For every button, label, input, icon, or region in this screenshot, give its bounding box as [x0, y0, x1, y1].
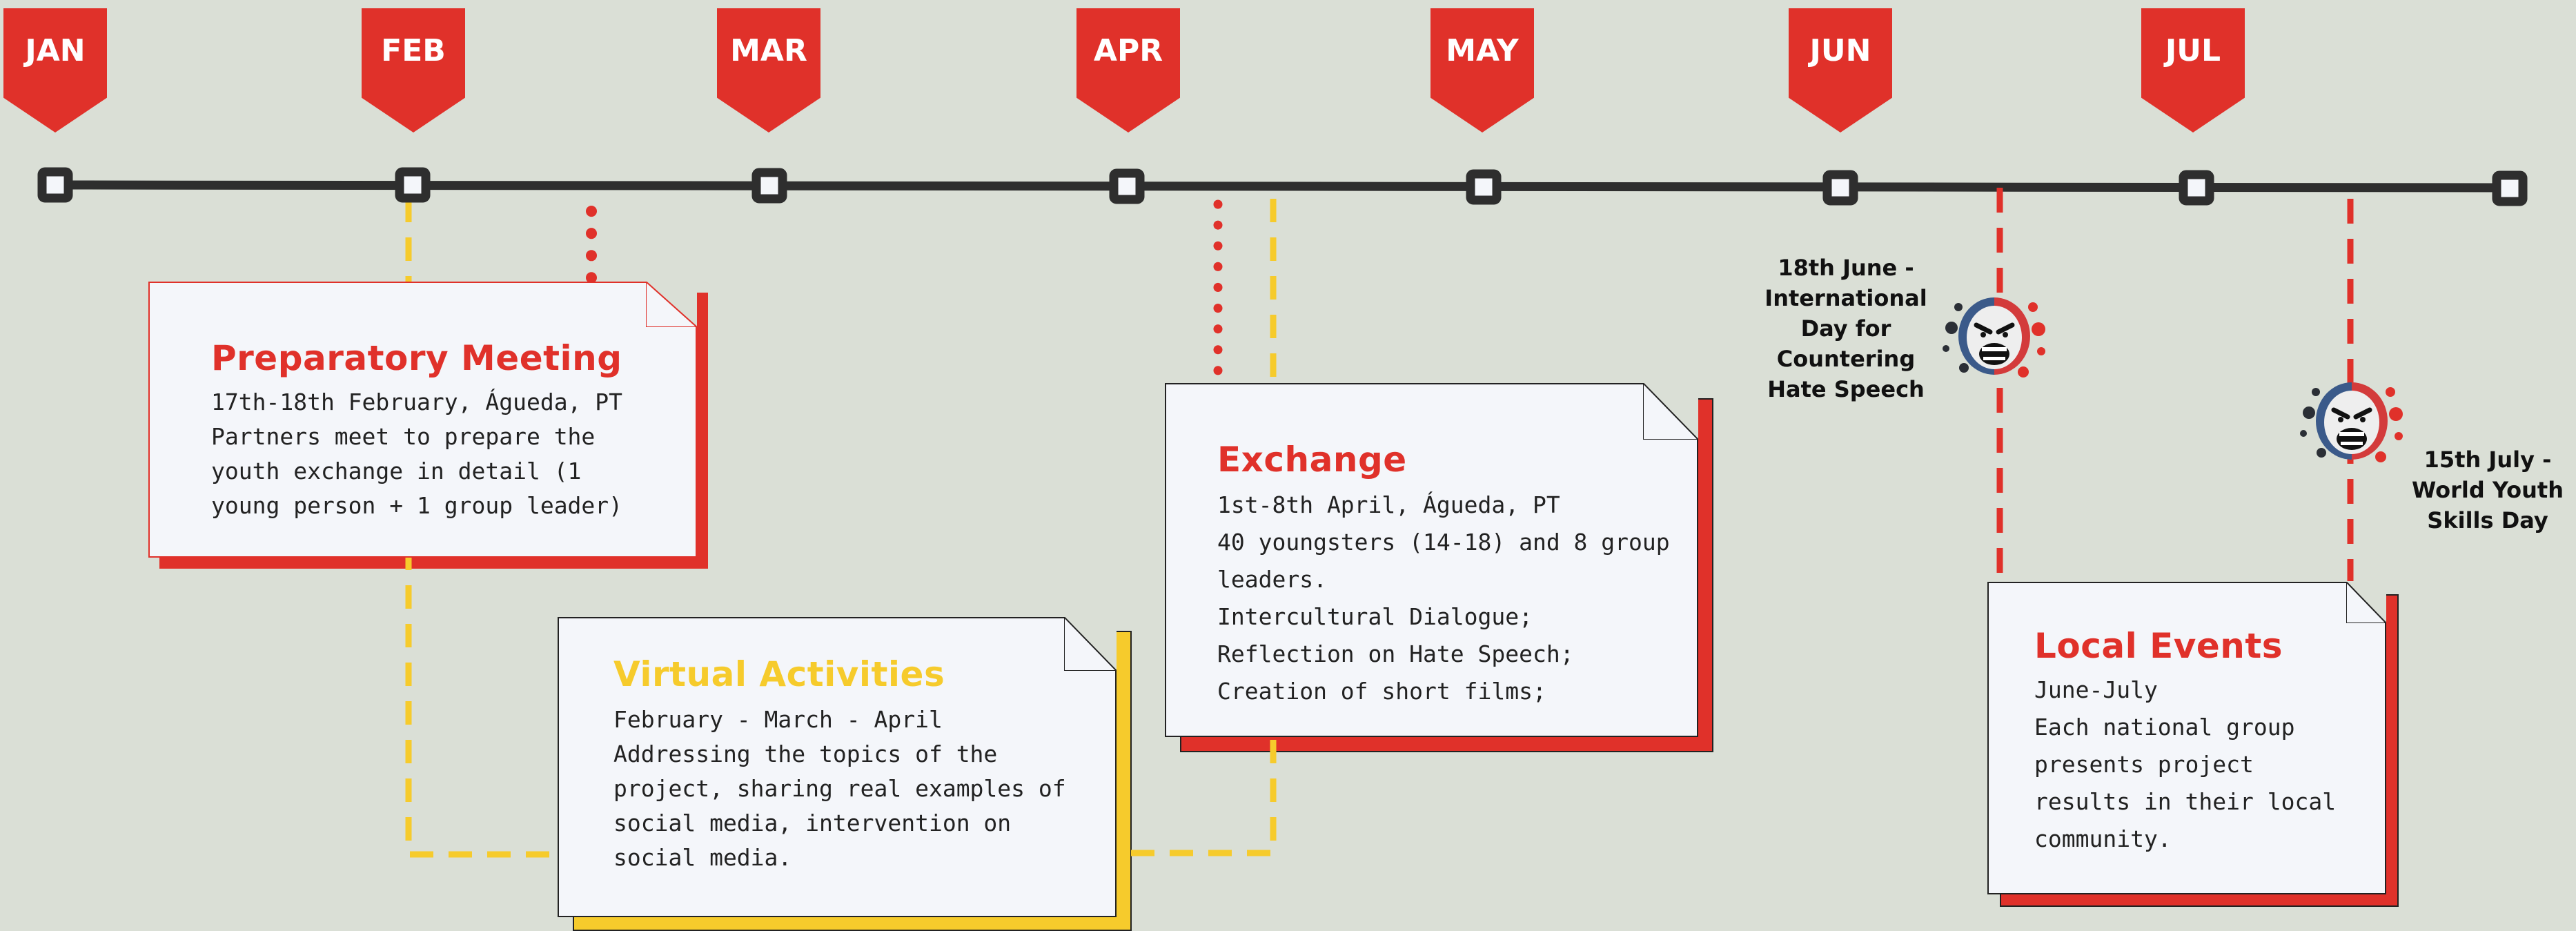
marker-jun	[1822, 170, 1858, 206]
marker-mar	[751, 168, 787, 204]
month-label: FEB	[381, 33, 446, 68]
month-label: JAN	[25, 33, 86, 68]
card-title: Virtual Activities	[613, 654, 945, 694]
angry-face-icon	[2300, 382, 2403, 462]
month-label: JUL	[2165, 33, 2221, 68]
card-preparatory-meeting: Preparatory Meeting 17th-18th February, …	[148, 282, 708, 569]
marker-feb	[395, 167, 431, 203]
angry-face-icon	[1943, 297, 2045, 378]
card-text: February - March - April Addressing the …	[613, 706, 1066, 871]
page-fold	[1064, 617, 1117, 671]
card-title: Exchange	[1217, 440, 1407, 480]
page-fold	[646, 282, 697, 327]
card-title: Local Events	[2034, 626, 2283, 666]
month-label: MAR	[730, 33, 807, 68]
card-text: 17th-18th February, Águeda, PT Partners …	[211, 389, 623, 519]
card-text: June-July Each national group presents p…	[2034, 676, 2337, 852]
card-exchange: Exchange 1st-8th April, Águeda, PT 40 yo…	[1165, 383, 1713, 752]
note-july-youth-skills-day: 15th July - World Youth Skills Day	[2411, 447, 2564, 533]
marker-jan	[37, 167, 73, 203]
note-june-hate-speech-day: 18th June - International Day for Counte…	[1764, 255, 1927, 402]
month-label: APR	[1093, 33, 1163, 68]
card-text: 1st-8th April, Águeda, PT 40 youngsters …	[1217, 491, 1670, 705]
month-label: JUN	[1809, 33, 1871, 68]
card-virtual-activities: Virtual Activities February - March - Ap…	[558, 617, 1132, 931]
marker-apr	[1109, 168, 1145, 204]
timeline-axis	[55, 180, 2510, 193]
connector-apr-virtual	[1125, 199, 1277, 856]
card-title: Preparatory Meeting	[211, 338, 622, 378]
marker-may	[1466, 169, 1502, 205]
card-local-events: Local Events June-July Each national gro…	[1987, 582, 2399, 907]
page-fold	[2346, 582, 2386, 623]
marker-jul	[2179, 170, 2214, 206]
month-label: MAY	[1446, 33, 1519, 68]
timeline-markers	[37, 167, 2528, 206]
marker-end	[2492, 170, 2528, 206]
month-flag-jan: JAN	[3, 8, 107, 133]
page-fold	[1643, 383, 1698, 440]
connector-feb-virtual	[405, 199, 559, 858]
